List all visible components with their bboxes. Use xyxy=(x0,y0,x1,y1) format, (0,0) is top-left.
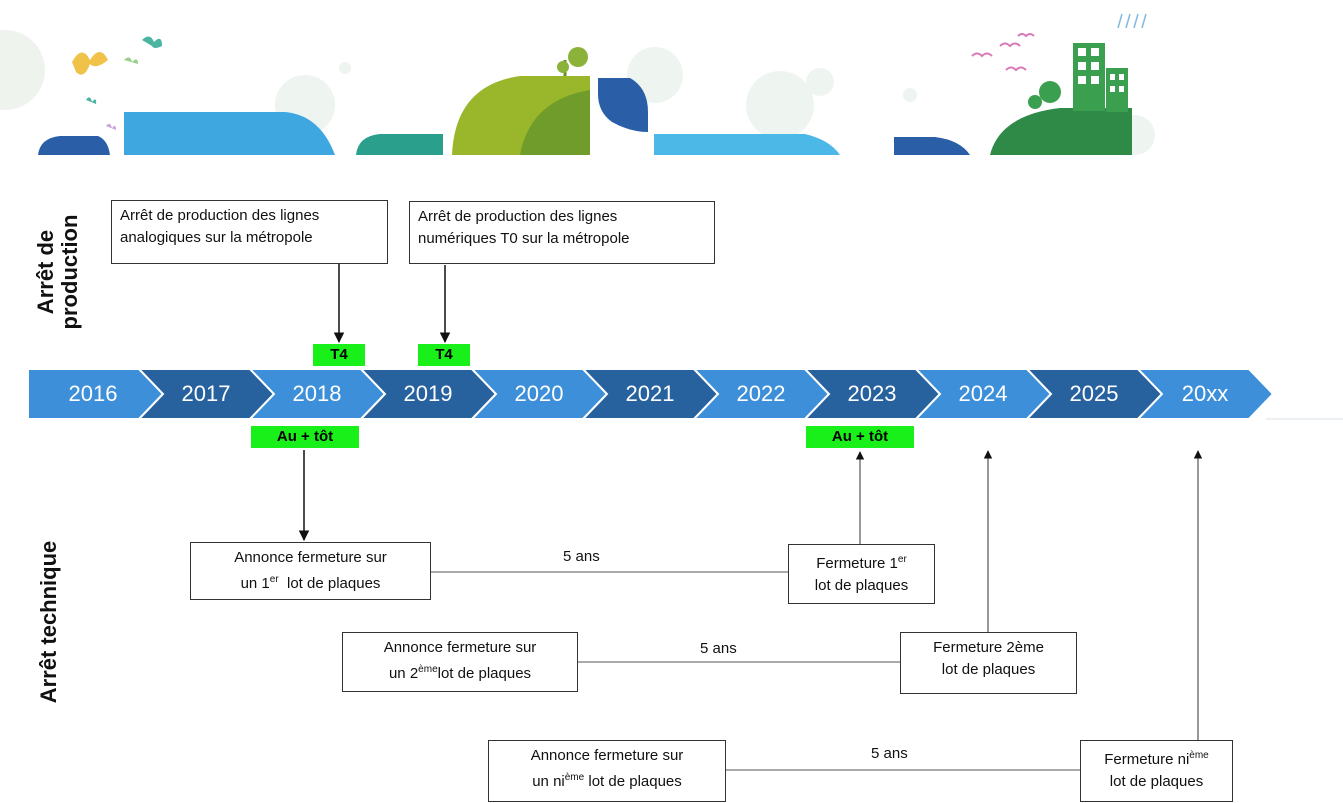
announce-box-n: Annonce fermeture sur un nième lot de pl… xyxy=(488,740,726,802)
gap-label-n: 5 ans xyxy=(871,745,908,762)
tag-t4-2018: T4 xyxy=(313,344,365,366)
close-box-2: Fermeture 2ème lot de plaques xyxy=(900,632,1077,694)
timeline-chevron xyxy=(1135,368,1275,420)
timeline-year-label: 2019 xyxy=(403,381,453,406)
close-box-n: Fermeture nième lot de plaques xyxy=(1080,740,1233,802)
announce-box-2: Annonce fermeture sur un 2èmelot de plaq… xyxy=(342,632,578,692)
decorative-banner xyxy=(0,13,1155,155)
timeline-year-label: 2018 xyxy=(292,381,342,406)
gap-label-1: 5 ans xyxy=(563,548,600,565)
timeline-year-label: 2023 xyxy=(847,381,897,406)
gap-label-2: 5 ans xyxy=(700,640,737,657)
tag-t4-2019: T4 xyxy=(418,344,470,366)
tag-early-2018: Au + tôt xyxy=(251,426,359,448)
close-box-1: Fermeture 1er lot de plaques xyxy=(788,544,935,604)
timeline-year-label: 2022 xyxy=(736,381,786,406)
timeline-year-label: 2020 xyxy=(514,381,564,406)
timeline-year-label: 2021 xyxy=(625,381,675,406)
announce-box-1: Annonce fermeture sur un 1er lot de plaq… xyxy=(190,542,431,600)
tag-early-2023: Au + tôt xyxy=(806,426,914,448)
timeline-year-label: 2017 xyxy=(181,381,231,406)
timeline-year-label: 2025 xyxy=(1069,381,1119,406)
timeline-year-label: 20xx xyxy=(1181,381,1229,406)
production-event-analog: Arrêt de production des lignes analogiqu… xyxy=(111,200,388,264)
production-event-numeric: Arrêt de production des lignes numérique… xyxy=(409,201,715,264)
timeline-year-label: 2016 xyxy=(68,381,118,406)
timeline-year-label: 2024 xyxy=(958,381,1008,406)
